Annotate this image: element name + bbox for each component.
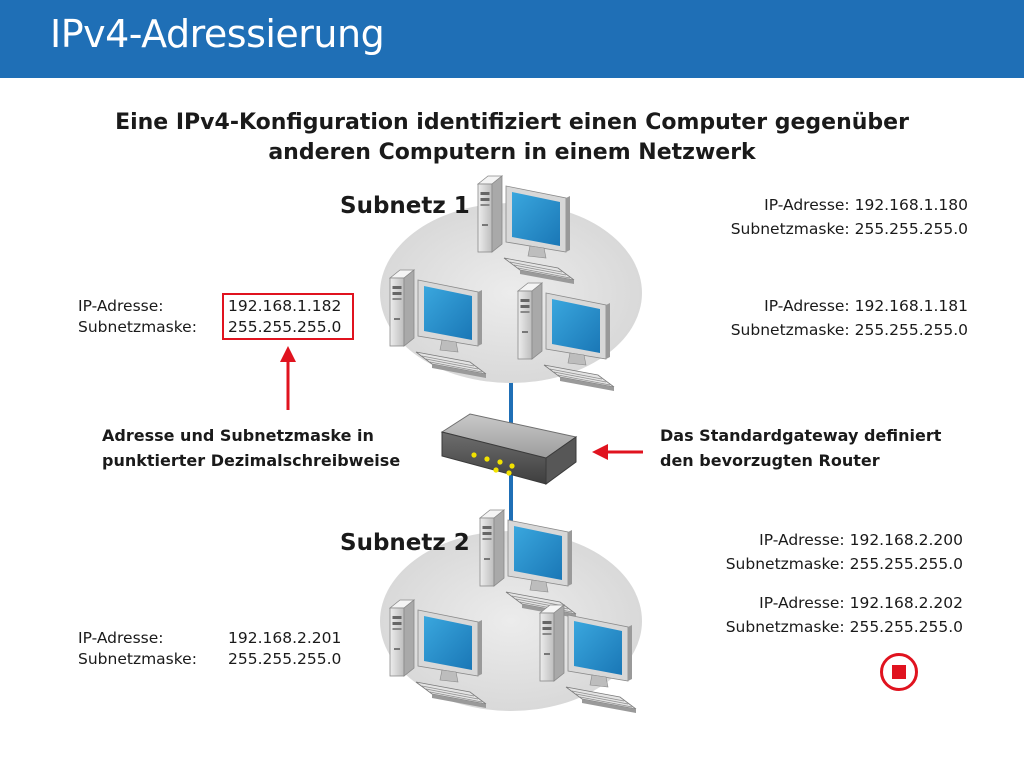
host-info-4: IP-Adresse: 192.168.2.200 Subnetzmaske: …	[726, 528, 963, 576]
callout-gateway: Das Standardgateway definiert den bevorz…	[660, 423, 941, 473]
mask-label: Subnetzmaske:	[78, 318, 197, 336]
ip-value: 192.168.2.201	[228, 629, 342, 647]
mask-label: Subnetzmaske:	[78, 650, 197, 668]
highlight-box	[222, 293, 354, 340]
ip-label: IP-Adresse:	[759, 594, 845, 612]
mask-value: 255.255.255.0	[228, 650, 342, 668]
callout-gateway-line-2: den bevorzugten Router	[660, 451, 880, 470]
mask-value: 255.255.255.0	[228, 318, 342, 336]
mask-label: Subnetzmaske:	[725, 618, 845, 636]
subnet-1-title: Subnetz 1	[340, 193, 470, 219]
host-info-2: IP-Adresse: 192.168.1.182 Subnetzmaske: 25…	[78, 296, 341, 338]
ip-label: IP-Adresse:	[78, 297, 164, 315]
callout-notation-line-2: punktierter Dezimalschreibweise	[102, 451, 401, 470]
mask-value: 255.255.255.0	[849, 618, 963, 636]
stop-icon[interactable]	[880, 653, 918, 691]
ip-label: IP-Adresse:	[764, 297, 850, 315]
ip-value: 192.168.2.202	[849, 594, 963, 612]
host-info-5: IP-Adresse: 192.168.2.202 Subnetzmaske: …	[726, 591, 963, 639]
page-title: IPv4-Adressierung	[50, 12, 385, 56]
ip-label: IP-Adresse:	[759, 531, 845, 549]
mask-label: Subnetzmaske:	[730, 220, 850, 238]
mask-label: Subnetzmaske:	[725, 555, 845, 573]
subtitle-line-2: anderen Computern in einem Netzwerk	[268, 140, 756, 165]
diagram-subtitle: Eine IPv4-Konfiguration identifiziert ei…	[100, 108, 924, 168]
ip-value: 192.168.1.180	[854, 196, 968, 214]
host-info-1: IP-Adresse: 192.168.1.180 Subnetzmaske: …	[731, 193, 968, 241]
ip-label: IP-Adresse:	[764, 196, 850, 214]
host-info-3: IP-Adresse: 192.168.1.181 Subnetzmaske: …	[731, 294, 968, 342]
subtitle-line-1: Eine IPv4-Konfiguration identifiziert ei…	[115, 110, 909, 135]
arrow-left-icon	[592, 444, 643, 460]
host-info-6: IP-Adresse: 192.168.2.201 Subnetzmaske: 25…	[78, 628, 341, 670]
callout-notation-line-1: Adresse und Subnetzmaske in	[102, 426, 374, 445]
mask-value: 255.255.255.0	[849, 555, 963, 573]
ip-label: IP-Adresse:	[78, 629, 164, 647]
mask-value: 255.255.255.0	[854, 321, 968, 339]
ip-value: 192.168.1.182	[228, 297, 342, 315]
subnet-2-title: Subnetz 2	[340, 530, 470, 556]
router-icon	[440, 413, 578, 485]
mask-value: 255.255.255.0	[854, 220, 968, 238]
ip-value: 192.168.1.181	[854, 297, 968, 315]
callout-gateway-line-1: Das Standardgateway definiert	[660, 426, 942, 445]
ip-value: 192.168.2.200	[849, 531, 963, 549]
callout-notation: Adresse und Subnetzmaske in punktierter …	[102, 423, 400, 473]
mask-label: Subnetzmaske:	[730, 321, 850, 339]
header-bar: IPv4-Adressierung	[0, 0, 1024, 78]
arrow-up-icon	[280, 346, 296, 410]
